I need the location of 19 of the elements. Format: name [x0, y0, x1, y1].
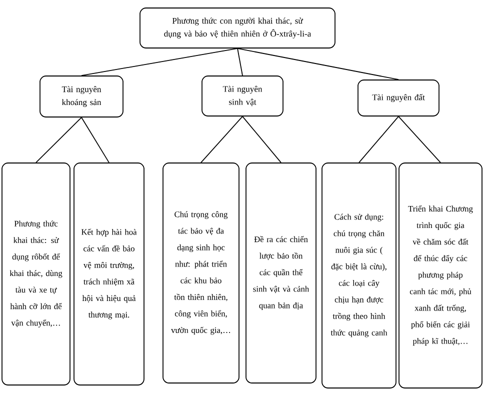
connector-line — [358, 116, 399, 163]
connector-line — [81, 117, 110, 163]
connector-line — [237, 48, 399, 80]
detail-box: Phương thức khai thác: sử dụng rôbốt để khai thác, dùng tàu và xe tự hành cỡ lớn để vận chuyển,… — [2, 162, 70, 386]
connector-line — [81, 48, 238, 76]
detail-box: Cách sử dụng: chú trọng chăn nuôi gia súc ( đặc biệt là cừu), các loại cây chịu hạn được trồng theo hình thức quảng canh — [322, 162, 396, 388]
category-box: Tài nguyên sinh vật — [202, 76, 284, 116]
detail-box: Đề ra các chiến lược bảo tồn các quần thể sinh vật và cảnh quan bản địa — [246, 162, 316, 384]
connector-line — [242, 116, 282, 163]
detail-box: Kết hợp hài hoà các vấn đề bảo vệ môi trường, trách nhiệm xã hội và hiệu quả thương mại. — [74, 162, 144, 386]
title-box: Phương thức con người khai thác, sử dụng và bảo vệ thiên nhiên ở Ô-xtrây-li-a — [140, 8, 336, 48]
connector-line — [398, 116, 441, 163]
detail-box: Chú trọng công tác bảo vệ đa dạng sinh học như: phát triển các khu bảo tồn thiên nhiên, công viên biển, vườn quốc gia,… — [162, 162, 240, 384]
category-box: Tài nguyên đất — [358, 80, 440, 116]
connector-line — [200, 116, 243, 163]
connector-line — [237, 48, 243, 76]
connector-line — [36, 117, 82, 163]
detail-box: Triển khai Chương trình quốc gia về chăm sóc đất để thúc đẩy các phương pháp canh tác mới, phủ xanh đất trống, phổ biến các giải pháp kĩ thuật,… — [398, 162, 482, 388]
category-box: Tài nguyên khoáng sản — [40, 76, 124, 118]
